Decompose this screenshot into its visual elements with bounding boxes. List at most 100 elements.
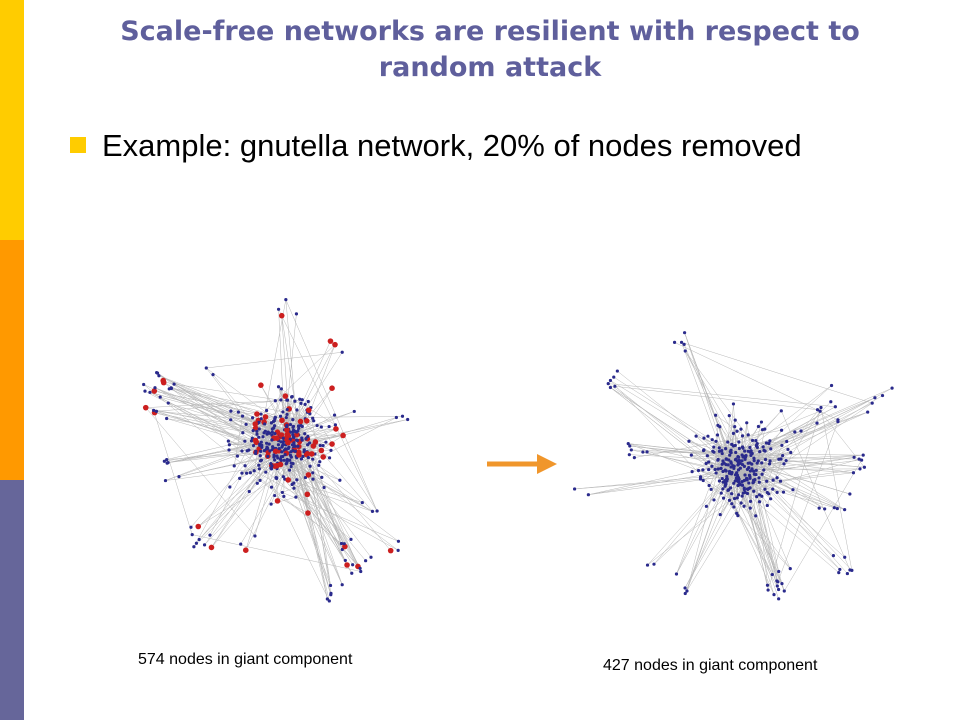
removed-node	[278, 312, 285, 319]
network-node	[768, 439, 772, 443]
network-node	[155, 371, 160, 375]
network-node	[736, 463, 740, 467]
network-graph-before	[142, 298, 410, 603]
network-node	[641, 450, 645, 454]
network-node	[719, 466, 723, 470]
network-node	[848, 492, 852, 496]
network-edge	[271, 496, 296, 505]
network-node	[172, 382, 176, 386]
network-node	[707, 483, 711, 488]
network-node	[277, 446, 281, 451]
network-node	[243, 439, 247, 443]
network-node	[325, 597, 329, 601]
network-node	[251, 428, 255, 433]
network-edge	[784, 459, 862, 592]
network-edge	[715, 415, 779, 460]
network-node	[228, 485, 232, 489]
node-layer	[142, 298, 410, 603]
removed-node	[277, 461, 284, 468]
network-edge	[290, 438, 343, 585]
network-node	[717, 446, 721, 450]
network-node	[745, 421, 749, 425]
network-node	[755, 445, 759, 449]
network-node	[721, 469, 725, 474]
network-edge	[688, 441, 731, 463]
network-node	[765, 503, 769, 508]
network-node	[369, 555, 373, 559]
network-edge	[165, 443, 270, 481]
network-node	[271, 445, 275, 449]
network-node	[837, 571, 841, 575]
network-node	[280, 445, 284, 449]
removed-node	[284, 431, 291, 438]
network-node	[741, 455, 745, 459]
sidebar-segment-purple	[0, 480, 24, 720]
network-edge	[273, 456, 399, 551]
network-edge	[288, 352, 343, 437]
network-node	[788, 567, 792, 571]
network-node	[243, 464, 247, 468]
network-node	[286, 446, 290, 451]
network-node	[202, 543, 207, 547]
network-node	[750, 467, 754, 471]
network-node	[292, 481, 296, 485]
network-node	[285, 461, 289, 465]
network-node	[738, 461, 742, 465]
network-node	[264, 408, 269, 413]
network-node	[247, 489, 251, 494]
network-edge	[283, 460, 331, 586]
network-node	[815, 408, 820, 412]
network-node	[152, 408, 156, 412]
network-node	[300, 436, 304, 440]
network-node	[799, 429, 803, 433]
removed-node	[293, 431, 300, 438]
network-node	[327, 424, 331, 429]
network-edge	[574, 475, 750, 490]
network-node	[339, 541, 344, 546]
network-node	[252, 469, 256, 473]
network-node	[711, 449, 715, 453]
network-node	[296, 424, 301, 428]
removed-node	[333, 426, 339, 432]
network-node	[296, 429, 300, 433]
network-edge	[279, 437, 372, 558]
network-node	[683, 591, 687, 596]
network-node	[709, 487, 713, 491]
network-node	[288, 453, 293, 457]
network-edge	[278, 450, 399, 542]
network-node	[771, 478, 775, 482]
network-node	[257, 467, 261, 471]
network-node	[267, 431, 272, 435]
network-node	[370, 509, 375, 514]
network-node	[360, 500, 364, 505]
network-node	[276, 307, 281, 311]
network-node	[746, 461, 750, 465]
network-edge	[271, 439, 352, 574]
network-node	[280, 490, 284, 495]
network-node	[278, 457, 283, 461]
network-node	[259, 417, 263, 421]
network-edge	[228, 440, 352, 540]
network-node	[239, 542, 243, 546]
network-node	[615, 369, 619, 373]
network-node	[262, 431, 266, 435]
network-node	[211, 373, 215, 377]
network-node	[318, 460, 322, 464]
network-edge	[819, 411, 865, 468]
network-node	[696, 468, 701, 473]
network-node	[815, 421, 819, 425]
network-edge	[298, 425, 359, 567]
removed-node	[208, 544, 215, 551]
network-node	[229, 418, 233, 422]
network-node	[754, 468, 758, 472]
network-node	[280, 450, 284, 454]
network-node	[282, 494, 286, 499]
network-node	[190, 533, 194, 537]
network-node	[727, 458, 731, 462]
network-edge	[628, 443, 732, 468]
removed-node	[387, 547, 394, 554]
network-node	[745, 478, 749, 482]
removed-node	[318, 447, 325, 454]
removed-node	[312, 439, 319, 445]
network-node	[763, 457, 768, 462]
